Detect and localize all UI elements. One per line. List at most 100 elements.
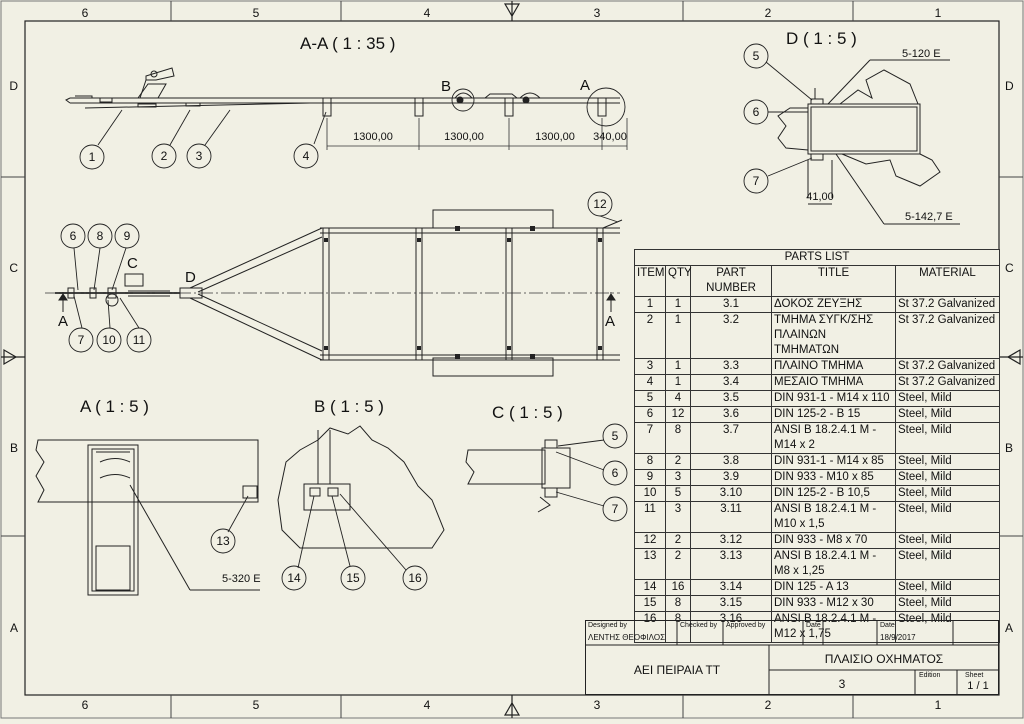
view-title-b: B ( 1 : 5 ) [314,397,384,416]
qty-cell: 3 [665,501,691,533]
part-number-cell: 3.14 [690,579,772,596]
balloon-leaders-b [281,493,428,591]
balloon-6-c: 6 [612,466,619,480]
balloon-1: 1 [89,150,96,164]
part-number-cell: 3.9 [690,469,772,486]
title-cell: ΤΜΗΜΑ ΣΥΓΚ/ΣΗΣ ΠΛΑΙΝΩΝ ΤΜΗΜΑΤΩΝ [771,312,896,359]
title-cell: DIN 933 - M8 x 70 [771,532,896,549]
drawing-number: 3 [838,677,846,691]
col-marker-4: 4 [424,6,431,20]
material-cell: Steel, Mild [895,579,1000,596]
column-header-title: TITLE [771,265,896,297]
column-header-item: ITEM [634,265,666,297]
balloon-13-a: 13 [216,534,230,548]
row-marker-a-right: A [1005,621,1013,635]
date-value: 18/9/2017 [880,633,916,642]
dimension-3: 1300,00 [535,131,575,143]
title-cell: DIN 933 - M10 x 85 [771,469,896,486]
item-cell: 14 [634,579,666,596]
item-cell: 2 [634,312,666,359]
col-marker-5-bottom: 5 [253,698,260,712]
item-cell: 15 [634,595,666,612]
part-number-cell: 3.7 [690,422,772,454]
col-marker-3-bottom: 3 [594,698,601,712]
view-title-c: C ( 1 : 5 ) [492,403,563,422]
balloon-4: 4 [303,149,310,163]
item-cell: 3 [634,358,666,375]
title-cell: DIN 125-2 - B 10,5 [771,485,896,502]
balloon-7-c: 7 [612,502,619,516]
material-cell: Steel, Mild [895,390,1000,407]
qty-cell: 1 [665,312,691,359]
designed-by-label: Designed by [588,622,627,629]
item-cell: 10 [634,485,666,502]
dimension-1: 1300,00 [353,131,393,143]
parts-list-table: PARTS LIST ITEM QTY PART NUMBER TITLE MA… [634,249,1000,643]
balloon-8-plan: 8 [97,229,104,243]
item-cell: 8 [634,453,666,470]
part-number-cell: 3.11 [690,501,772,533]
balloon-leaders-aa [79,109,327,170]
col-marker-2: 2 [765,6,772,20]
qty-cell: 2 [665,548,691,580]
detail-c [465,439,571,513]
part-number-cell: 3.3 [690,358,772,375]
balloon-leaders-d [743,43,813,194]
column-header-material: MATERIAL [895,265,1000,297]
side-elevation [65,67,626,127]
edition-label: Edition [919,672,941,679]
item-cell: 12 [634,532,666,549]
title-cell: DIN 933 - M12 x 30 [771,595,896,612]
weld-symbol-3: 5-320 E [222,573,261,585]
title-cell: DIN 125 - A 13 [771,579,896,596]
balloon-6-plan: 6 [70,229,77,243]
title-cell: ΠΛΑΙΝΟ ΤΜΗΜΑ [771,358,896,375]
dimension-5: 41,00 [806,191,834,203]
balloon-5-c: 5 [612,429,619,443]
weld-symbol-1: 5-120 E [902,48,941,60]
material-cell: Steel, Mild [895,611,1000,643]
title-cell: ΜΕΣΑΙΟ ΤΜΗΜΑ [771,374,896,391]
title-cell: ΔΟΚΟΣ ΖΕΥΞΗΣ [771,296,896,313]
balloon-10-plan: 10 [102,333,116,347]
dimension-4: 340,00 [593,131,627,143]
balloon-leader-a [210,495,249,554]
qty-cell: 8 [665,595,691,612]
part-number-cell: 3.12 [690,532,772,549]
item-cell: 16 [634,611,666,643]
material-cell: Steel, Mild [895,469,1000,486]
detail-a [35,439,260,596]
part-number-cell: 3.16 [690,611,772,643]
row-marker-b: B [10,441,18,455]
material-cell: Steel, Mild [895,406,1000,423]
item-cell: 1 [634,296,666,313]
material-cell: Steel, Mild [895,501,1000,533]
col-marker-5: 5 [253,6,260,20]
col-marker-2-bottom: 2 [765,698,772,712]
qty-cell: 2 [665,453,691,470]
col-marker-3: 3 [594,6,601,20]
col-marker-1: 1 [935,6,942,20]
balloon-leaders-plan [60,191,619,353]
balloon-6-d: 6 [753,105,760,119]
material-cell: St 37.2 Galvanized [895,374,1000,391]
col-marker-4-bottom: 4 [424,698,431,712]
row-marker-d: D [9,79,18,93]
plan-bolts [324,226,602,359]
qty-cell: 1 [665,358,691,375]
row-marker-d-right: D [1005,79,1014,93]
view-title-a: A ( 1 : 5 ) [80,397,149,416]
part-number-cell: 3.6 [690,406,772,423]
